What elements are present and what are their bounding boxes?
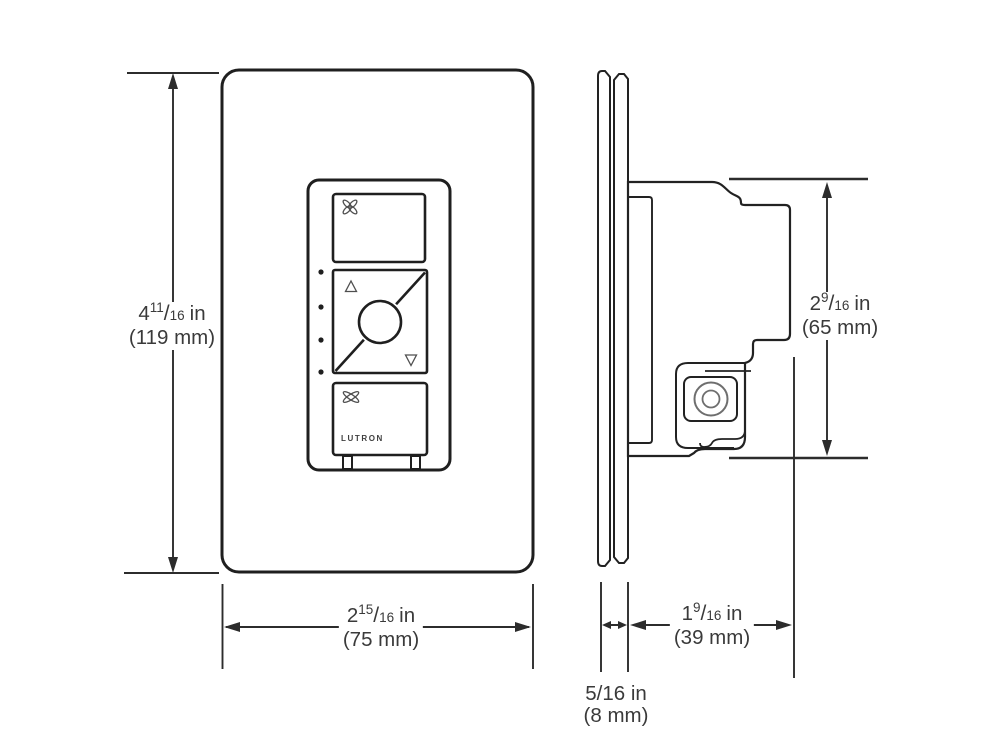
clamp-screw-outer <box>693 381 729 417</box>
side-height-dimension-metric: (65 mm) <box>801 316 879 339</box>
mounting-tab-right <box>410 455 421 470</box>
diagonal-line-lower <box>334 338 365 372</box>
arrowhead-left <box>630 620 646 630</box>
led-indicator <box>318 337 324 343</box>
led-indicators <box>318 269 324 375</box>
triangle-down-icon <box>404 354 418 367</box>
inner-body-edge <box>628 196 653 444</box>
device-body-profile <box>626 180 792 458</box>
rocker-graphics <box>334 271 426 372</box>
arrowhead-left <box>224 622 240 632</box>
arrowhead-right <box>515 622 531 632</box>
triangle-up-icon <box>344 279 358 293</box>
diagonal-line-upper <box>395 271 426 306</box>
led-indicator <box>318 369 324 375</box>
front-view <box>220 68 535 574</box>
arrowhead-left <box>602 621 611 629</box>
depth-dimension-metric: (39 mm) <box>673 626 751 649</box>
lutron-logo: LUTRON <box>341 434 384 443</box>
faceplate-profile <box>597 70 611 567</box>
fan-off-button <box>331 381 429 457</box>
height-dimension-metric: (119 mm) <box>128 326 216 349</box>
arrowhead-down <box>822 440 832 456</box>
side-view <box>597 70 792 567</box>
thickness-dimension <box>600 582 629 672</box>
led-indicator <box>318 304 324 310</box>
fan-off-icon <box>342 390 360 404</box>
width-dimension-metric: (75 mm) <box>342 628 420 651</box>
arrowhead-right <box>618 621 627 629</box>
arrowhead-right <box>776 620 792 630</box>
fan-icon <box>342 199 358 215</box>
thickness-dimension-imperial: 5/16 in <box>585 682 647 705</box>
arrowhead-up <box>168 73 178 89</box>
adapter-profile <box>613 73 629 564</box>
arrowhead-down <box>168 557 178 573</box>
led-indicator <box>318 269 324 275</box>
arrowhead-up <box>822 182 832 198</box>
wire-clamp <box>683 376 738 422</box>
fan-high-button <box>331 192 427 264</box>
clamp-bracket-outline <box>675 362 744 449</box>
wire-hook <box>699 429 746 448</box>
mounting-tab-left <box>342 455 353 470</box>
clamp-screw-inner <box>701 389 721 409</box>
thickness-dimension-label: 5/16 in (8 mm) <box>579 682 653 728</box>
thickness-dimension-metric: (8 mm) <box>583 704 649 727</box>
favorite-button-circle <box>357 299 403 345</box>
